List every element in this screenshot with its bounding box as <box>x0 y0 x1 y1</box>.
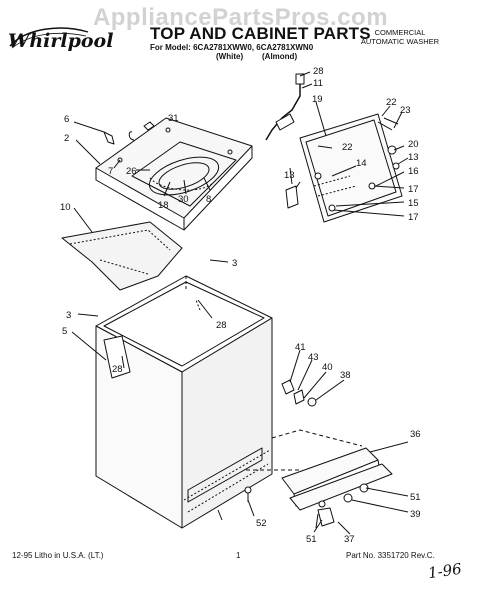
callout-38: 38 <box>340 370 351 381</box>
footer-litho: 12-95 Litho in U.S.A. (LT.) <box>12 551 104 560</box>
product-type-line-1: COMMERCIAL <box>374 28 426 37</box>
callout-37: 37 <box>344 534 355 545</box>
callout-22: 22 <box>386 97 397 108</box>
callout-5: 5 <box>62 326 67 337</box>
brand-swoosh <box>9 27 89 49</box>
brand-logo: Whirlpool <box>8 30 114 52</box>
callout-18: 18 <box>158 200 169 211</box>
callout-40: 40 <box>322 362 333 373</box>
callout-22: 22 <box>342 142 353 153</box>
callout-2: 2 <box>64 133 69 144</box>
callout-52: 52 <box>256 518 267 529</box>
callout-28: 28 <box>313 66 324 77</box>
callout-11: 11 <box>313 78 323 89</box>
watermark: AppliancePartsPros.com <box>92 4 389 31</box>
callout-19: 19 <box>312 94 323 105</box>
callout-23: 23 <box>400 105 411 116</box>
top-panel-front-edge <box>95 168 185 231</box>
callout-36: 36 <box>410 429 421 440</box>
callout-51: 51 <box>410 492 421 503</box>
callout-51: 51 <box>306 534 317 545</box>
footer-page-number: 1 <box>236 551 241 560</box>
tub-opening <box>131 141 237 207</box>
callout-3: 3 <box>232 258 237 269</box>
callout-10: 10 <box>60 202 71 213</box>
top-panel-side-edge <box>183 146 253 231</box>
callout-39: 39 <box>410 509 421 520</box>
variant-white: (White) <box>216 52 244 61</box>
product-type: COMMERCIAL AUTOMATIC WASHER <box>340 28 460 46</box>
callout-6: 6 <box>64 114 69 125</box>
wire-harness <box>265 80 301 141</box>
callout-3: 3 <box>66 310 71 321</box>
callout-13: 13 <box>284 170 295 181</box>
tub-ring <box>148 156 220 196</box>
callout-16: 16 <box>408 166 419 177</box>
lower-kickplate <box>289 463 393 511</box>
callout-7: 7 <box>108 166 113 177</box>
callout-20: 20 <box>408 139 419 150</box>
callout-28: 28 <box>112 364 123 375</box>
cabinet-side <box>181 317 273 529</box>
cabinet-top-inner <box>103 281 265 367</box>
callout-13: 13 <box>408 152 419 163</box>
page-title: TOP AND CABINET PARTS <box>150 24 371 43</box>
callout-17: 17 <box>408 184 419 195</box>
model-line: For Model: 6CA2781XWW0, 6CA2781XWN0 <box>150 43 314 52</box>
callout-43: 43 <box>308 352 319 363</box>
callout-30: 30 <box>178 194 189 205</box>
callout-26: 26 <box>126 166 137 177</box>
callout-41: 41 <box>295 342 306 353</box>
variant-almond: (Almond) <box>262 52 298 61</box>
callout-17: 17 <box>408 212 419 223</box>
callout-28: 28 <box>216 320 227 331</box>
callout-15: 15 <box>408 198 419 209</box>
callout-14: 14 <box>356 158 367 169</box>
footer-part-number: Part No. 3351720 Rev.C. <box>346 551 435 560</box>
callout-31: 31 <box>168 113 179 124</box>
callout-8: 8 <box>206 194 211 205</box>
rear-shield <box>61 221 183 291</box>
product-type-line-2: AUTOMATIC WASHER <box>360 37 440 46</box>
